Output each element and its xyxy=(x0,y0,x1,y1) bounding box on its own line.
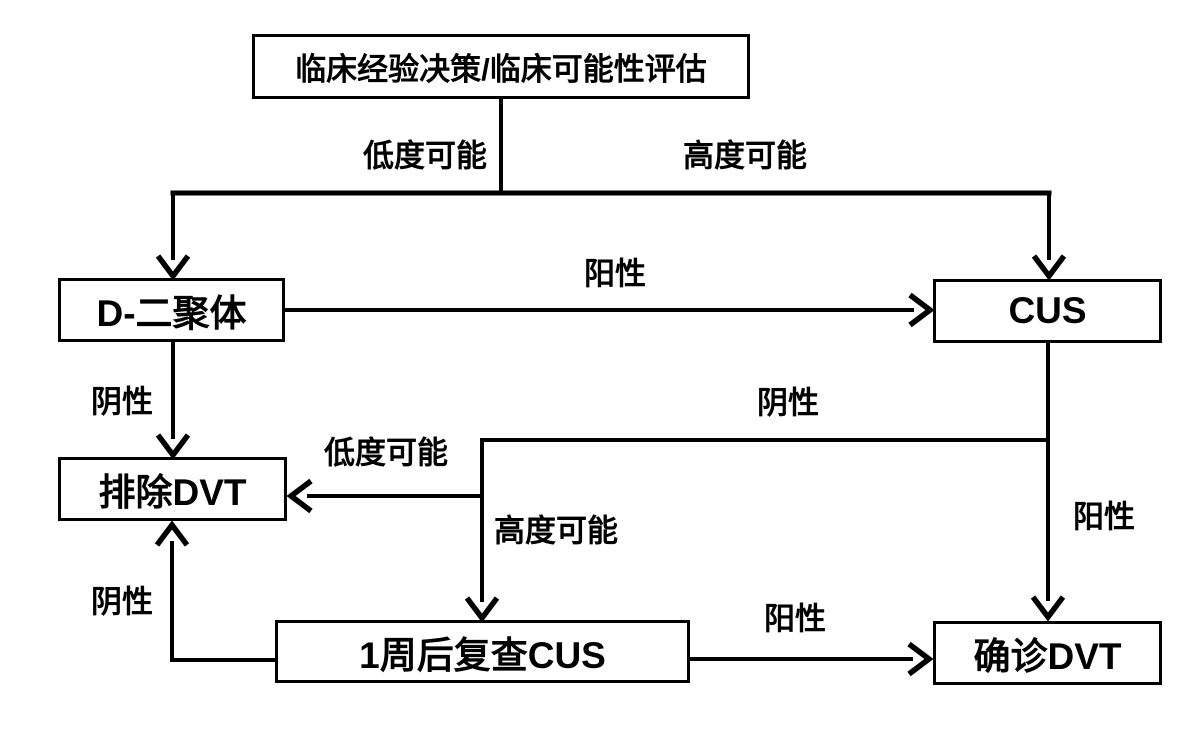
edge-line xyxy=(170,541,277,662)
edge-recheck-negative-to-exclude xyxy=(154,520,277,662)
arrowhead-left-icon xyxy=(286,478,313,514)
arrowhead-down-icon xyxy=(155,254,191,281)
label-cus-positive: 阳性 xyxy=(1073,499,1135,535)
edge-branch-high-to-recheck xyxy=(464,438,500,623)
label-d-dimer-negative: 阴性 xyxy=(91,384,153,420)
label-recheck-positive: 阳性 xyxy=(764,601,826,637)
edge-low-to-d-dimer xyxy=(155,191,191,281)
node-d-dimer: D-二聚体 xyxy=(58,278,285,342)
edge-cus-positive-to-confirm xyxy=(1030,343,1066,622)
arrowhead-up-icon xyxy=(154,520,190,547)
label-low-probability-top: 低度可能 xyxy=(363,138,487,174)
arrowhead-down-icon xyxy=(464,596,500,623)
edge-branch-low-to-exclude xyxy=(286,478,482,514)
label-branch-high-probability: 高度可能 xyxy=(494,513,618,549)
edge-recheck-positive-to-confirm xyxy=(690,641,934,677)
node-recheck-cus: 1周后复查CUS xyxy=(275,620,690,683)
label-d-dimer-positive: 阳性 xyxy=(584,256,646,292)
node-cus: CUS xyxy=(933,279,1162,343)
label-high-probability-top: 高度可能 xyxy=(683,138,807,174)
label-cus-negative: 阴性 xyxy=(757,385,819,421)
edge-high-to-cus xyxy=(1031,191,1067,281)
arrowhead-down-icon xyxy=(155,433,191,460)
label-branch-low-probability: 低度可能 xyxy=(324,435,448,471)
arrowhead-down-icon xyxy=(1031,254,1067,281)
node-clinical-assessment: 临床经验决策/临床可能性评估 xyxy=(252,34,750,99)
arrowhead-right-icon xyxy=(908,292,935,328)
label-recheck-negative: 阴性 xyxy=(91,584,153,620)
arrowhead-right-icon xyxy=(907,641,934,677)
edge-d-dimer-negative-to-exclude xyxy=(155,342,191,460)
arrowhead-down-icon xyxy=(1030,595,1066,622)
node-confirm-dvt: 确诊DVT xyxy=(933,621,1162,685)
node-exclude-dvt: 排除DVT xyxy=(58,457,287,521)
edge-d-dimer-positive-to-cus xyxy=(285,292,935,328)
